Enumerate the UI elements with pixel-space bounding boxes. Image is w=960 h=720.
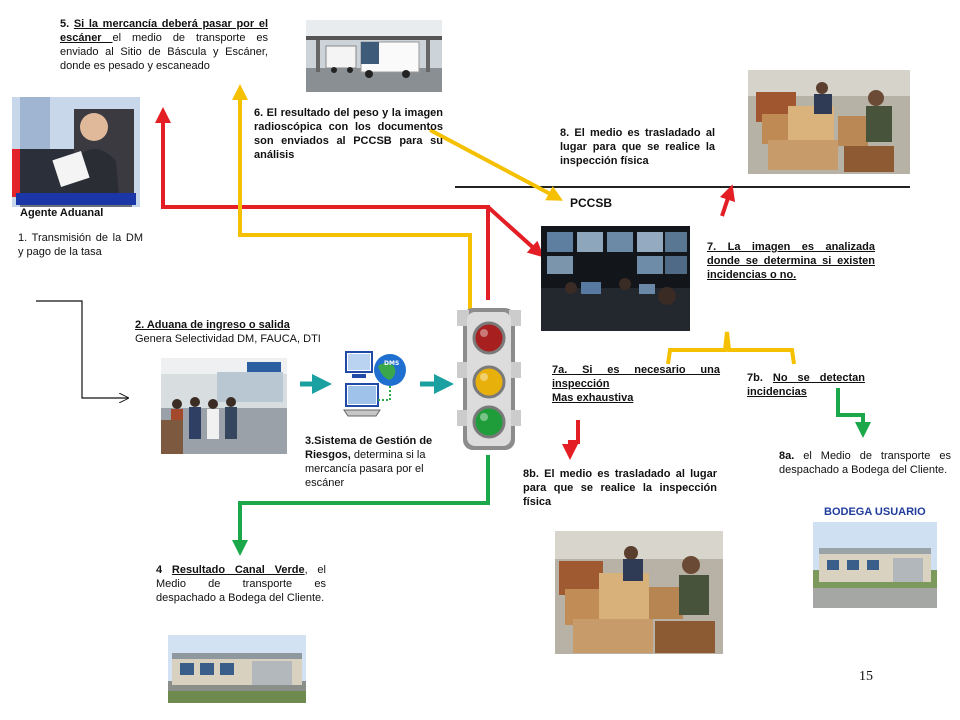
trucks-photo	[306, 20, 442, 92]
pccsb-label: PCCSB	[570, 196, 613, 210]
red-arrow-to-step8	[719, 184, 736, 217]
step8b-text: 8b. El medio es trasladado al lugar para…	[523, 468, 717, 508]
computer-network-icon: DMS	[338, 344, 408, 420]
step8-text: 8. El medio es trasladado al lugar para …	[560, 127, 715, 167]
traffic-light-icon	[455, 300, 523, 458]
step8a-text: 8a. el Medio de transporte es despachado…	[779, 450, 951, 476]
step2-text: 2. Aduana de ingreso o salida Genera Sel…	[135, 319, 321, 345]
red-flow-to-pccsb	[486, 205, 544, 258]
warehouse-photo-left	[168, 635, 306, 703]
yellow-flow-to-step5	[232, 84, 472, 310]
step6-text: 6. El resultado del peso y la imagen rad…	[254, 107, 443, 161]
step5-text: 5. Si la mercancía deberá pasar por el e…	[60, 18, 268, 72]
warehouse-photo-right	[813, 522, 937, 608]
green-arrow-step7b	[836, 388, 871, 438]
yellow-flow-to-pccsb	[429, 128, 564, 201]
step4-text: 4 Resultado Canal Verde, el Medio de tra…	[156, 564, 326, 604]
page-number: 15	[859, 669, 873, 684]
step7-text: 7. La imagen es analizada donde se deter…	[707, 241, 875, 281]
control-room-photo	[541, 226, 690, 331]
step7a-text: 7a. Si es necesario una inspección Mas e…	[552, 364, 720, 404]
step1-text: 1. Transmisión de la DM y pago de la tas…	[18, 232, 143, 258]
red-flow-to-agent	[155, 107, 490, 300]
dms-icon-text: DMS	[384, 360, 399, 367]
step3-text: 3.Sistema de Gestión de Riesgos, determi…	[305, 435, 433, 489]
black-connector-1-to-2	[36, 300, 128, 398]
bodega-label: BODEGA USUARIO	[824, 506, 926, 518]
agent-label: Agente Aduanal	[20, 207, 104, 219]
inspection-photo-bottom	[555, 531, 723, 654]
step7b-text: 7b. No se detectan incidencias	[747, 372, 866, 398]
inspection-photo-top	[748, 70, 910, 174]
customs-office-photo	[161, 358, 287, 454]
agent-photo	[12, 97, 140, 207]
yellow-brace	[666, 331, 796, 365]
red-arrow-step7a	[562, 420, 580, 460]
green-flow-to-step4	[232, 455, 490, 556]
